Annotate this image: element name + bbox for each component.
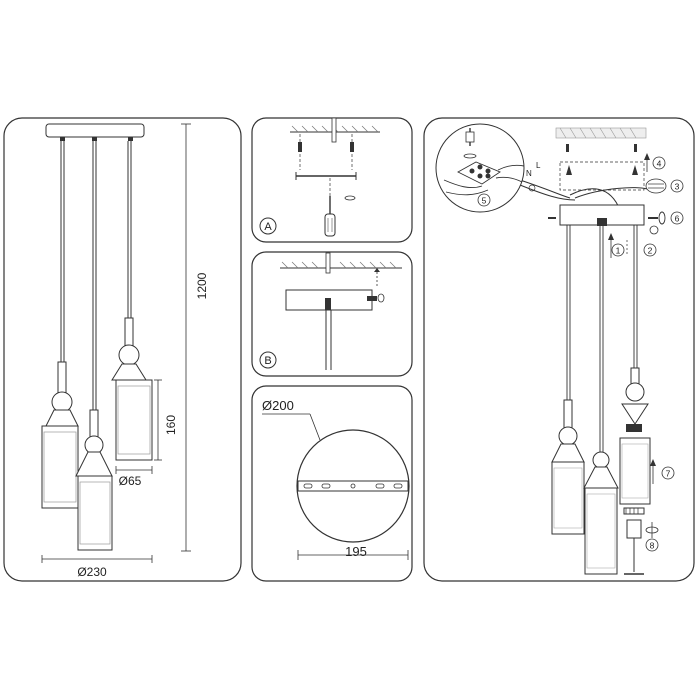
panel-b-frame	[251, 251, 413, 377]
pendant-right-holder	[124, 317, 134, 347]
step-6-label: 6	[675, 214, 680, 224]
plate-span-label: 195	[345, 544, 367, 559]
panel-b-badge	[259, 351, 277, 369]
plate-diameter-label: Ø200	[262, 398, 294, 413]
dim-shade-height-label: 160	[164, 415, 178, 435]
panel-dimensions-frame	[3, 117, 242, 582]
dim-shade-diameter-label: Ø65	[119, 474, 142, 488]
panel-a-label: A	[264, 221, 272, 233]
wire-label-n: N	[526, 169, 532, 178]
step-3-label: 3	[675, 182, 680, 192]
assembly-shade-detached	[619, 437, 651, 505]
panel-assembly: L N 1 2 3 4 5 6 7 8	[423, 117, 695, 582]
panel-dimensions: 1200 160 Ø65 Ø230	[3, 117, 242, 582]
step-8-label: 8	[650, 541, 655, 551]
panel-assembly-frame	[423, 117, 695, 582]
panel-a: A	[251, 117, 413, 243]
dim-canopy-diameter-label: Ø230	[77, 565, 107, 579]
step-5-label: 5	[482, 196, 487, 206]
panel-a-badge	[259, 217, 277, 235]
pendant-middle-holder	[89, 409, 99, 439]
screwdriver-icon	[324, 196, 336, 237]
step-1-label: 1	[616, 246, 621, 256]
panel-plate: Ø200 195	[251, 385, 413, 582]
step-7-label: 7	[666, 469, 671, 479]
pendant-left-shade	[41, 425, 79, 509]
ceiling-canopy	[45, 123, 145, 138]
panel-plate-frame	[251, 385, 413, 582]
assembly-pendant-left	[551, 461, 585, 535]
screw-icon	[344, 195, 356, 201]
wire-label-l: L	[536, 161, 541, 170]
wire-connector-icon	[645, 178, 667, 194]
assembly-pendant-middle	[584, 487, 618, 575]
bulb-socket	[626, 519, 642, 539]
side-screw-icon	[367, 296, 377, 301]
pendant-middle-ball	[84, 435, 104, 455]
dim-height-label: 1200	[195, 272, 209, 299]
ground-icon	[528, 184, 536, 192]
pendant-right-ball	[118, 344, 140, 366]
pendant-middle-shade	[77, 475, 113, 551]
pendant-left-holder	[57, 361, 67, 395]
pendant-right-shade	[115, 379, 153, 461]
panel-b-label: B	[264, 355, 271, 367]
step-badges: 1 2 3 4 5 6 7 8	[477, 156, 684, 552]
pendant-left-ball	[51, 391, 73, 413]
step-4-label: 4	[657, 159, 662, 169]
terminal-block-icon	[457, 161, 501, 185]
step-2-label: 2	[648, 246, 653, 256]
panel-b: B	[251, 251, 413, 377]
